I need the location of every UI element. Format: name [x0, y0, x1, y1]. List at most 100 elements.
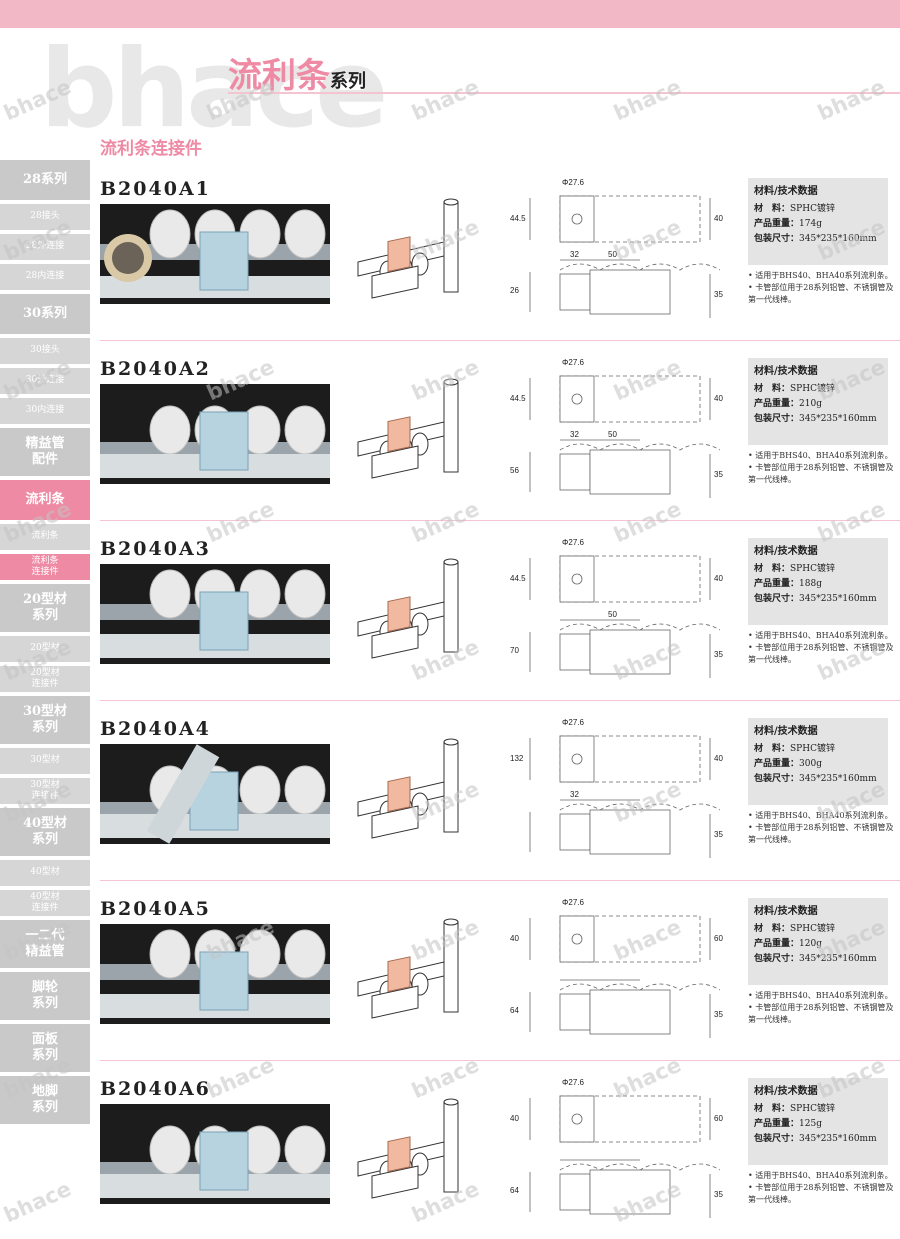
spec-package: 包装尺寸：345*235*160mm [754, 774, 877, 784]
product-isometric-sketch [348, 552, 484, 682]
sidebar-item[interactable]: 精益管 配件 [0, 428, 90, 476]
spec-box: 材料/技术数据材 料：SPHC镀锌产品重量：174g 包装尺寸：345*235*1… [748, 178, 888, 265]
dim-label: 60 [714, 934, 723, 943]
sidebar-item[interactable]: 30内连接 [0, 398, 90, 424]
note-line: • 适用于BHS40、BHA40系列流利条。 [748, 631, 893, 640]
dim-label: Φ27.6 [562, 538, 584, 547]
sidebar-item[interactable]: 20型材 [0, 636, 90, 662]
dim-label: 132 [510, 754, 524, 763]
sidebar-item[interactable]: 40型材 [0, 860, 90, 886]
product-isometric-sketch [348, 192, 484, 322]
dim-label: 35 [714, 1190, 723, 1199]
spec-header: 材料/技术数据 [754, 186, 818, 197]
note-line: • 卡管部位用于28系列铝管、不锈钢管及第一代线棒。 [748, 823, 894, 844]
note-line: • 适用于BHS40、BHA40系列流利条。 [748, 1171, 893, 1180]
sidebar-item[interactable]: 30型材 系列 [0, 696, 90, 744]
series-title-suffix: 系列 [330, 71, 366, 92]
sidebar-item[interactable]: 一二代 精益管 [0, 920, 90, 968]
product-code: B2040A3 [100, 538, 211, 560]
sidebar-item[interactable]: 流利条 [0, 524, 90, 550]
category-sidebar: 28系列 28接头 28外连接 28内连接 30系列 30接头 30外连接 30内连接精益管 … [0, 160, 90, 1128]
spec-package: 包装尺寸：345*235*160mm [754, 234, 877, 244]
top-banner [0, 0, 900, 28]
dim-label: 64 [510, 1186, 519, 1195]
sidebar-item[interactable]: 面板 系列 [0, 1024, 90, 1072]
sidebar-item[interactable]: 28系列 [0, 160, 90, 200]
sidebar-item[interactable]: 地脚 系列 [0, 1076, 90, 1124]
dim-label: 50 [608, 610, 617, 619]
product-divider [100, 700, 900, 701]
dim-label: 35 [714, 650, 723, 659]
note-line: • 适用于BHS40、BHA40系列流利条。 [748, 271, 893, 280]
sidebar-item[interactable]: 30型材 连接件 [0, 778, 90, 804]
sidebar-item[interactable]: 30系列 [0, 294, 90, 334]
sidebar-item[interactable]: 流利条 连接件 [0, 554, 90, 580]
spec-material: 材 料：SPHC镀锌 [754, 564, 835, 574]
dim-label: 70 [510, 646, 519, 655]
sidebar-item[interactable]: 40型材 连接件 [0, 890, 90, 916]
product-photo [100, 564, 330, 664]
note-line: • 适用于BHS40、BHA40系列流利条。 [748, 451, 893, 460]
dim-label: 35 [714, 470, 723, 479]
sidebar-item[interactable]: 30外连接 [0, 368, 90, 394]
note-line: • 卡管部位用于28系列铝管、不锈钢管及第一代线棒。 [748, 643, 894, 664]
spec-package: 包装尺寸：345*235*160mm [754, 1134, 877, 1144]
sidebar-item[interactable]: 30接头 [0, 338, 90, 364]
brand-watermark-big: bhace [40, 27, 388, 152]
sidebar-item[interactable]: 28外连接 [0, 234, 90, 260]
product-notes: • 适用于BHS40、BHA40系列流利条。• 卡管部位用于28系列铝管、不锈钢… [748, 450, 900, 486]
spec-material: 材 料：SPHC镀锌 [754, 744, 835, 754]
dim-label: Φ27.6 [562, 358, 584, 367]
product-isometric-sketch [348, 1092, 484, 1222]
product-notes: • 适用于BHS40、BHA40系列流利条。• 卡管部位用于28系列铝管、不锈钢… [748, 990, 900, 1026]
watermark-text: bhace [610, 74, 685, 126]
sidebar-item[interactable]: 28内连接 [0, 264, 90, 290]
sidebar-item[interactable]: 脚轮 系列 [0, 972, 90, 1020]
product-code: B2040A6 [100, 1078, 211, 1100]
spec-package: 包装尺寸：345*235*160mm [754, 414, 877, 424]
dim-label: 35 [714, 290, 723, 299]
sidebar-item[interactable]: 20型材 连接件 [0, 666, 90, 692]
spec-header: 材料/技术数据 [754, 546, 818, 557]
dim-label: 50 [608, 250, 617, 259]
sidebar-item[interactable]: 流利条 [0, 480, 90, 520]
product-notes: • 适用于BHS40、BHA40系列流利条。• 卡管部位用于28系列铝管、不锈钢… [748, 270, 900, 306]
product-isometric-sketch [348, 732, 484, 862]
sidebar-item[interactable]: 40型材 系列 [0, 808, 90, 856]
dim-label: 50 [608, 430, 617, 439]
dim-label: 44.5 [510, 214, 526, 223]
spec-weight: 产品重量：125g [754, 1119, 822, 1129]
sidebar-item[interactable]: 20型材 系列 [0, 584, 90, 632]
spec-material: 材 料：SPHC镀锌 [754, 1104, 835, 1114]
series-title-main: 流利条 [228, 56, 330, 96]
spec-material: 材 料：SPHC镀锌 [754, 204, 835, 214]
dim-label: 35 [714, 830, 723, 839]
product-divider [100, 1060, 900, 1061]
watermark-text: bhace [814, 74, 889, 126]
dim-label: 40 [714, 754, 723, 763]
dim-label: 26 [510, 286, 519, 295]
product-divider [100, 880, 900, 881]
sidebar-item[interactable]: 28接头 [0, 204, 90, 230]
spec-weight: 产品重量：174g [754, 219, 822, 229]
spec-package: 包装尺寸：345*235*160mm [754, 954, 877, 964]
sidebar-item[interactable]: 30型材 [0, 748, 90, 774]
spec-weight: 产品重量：188g [754, 579, 822, 589]
product-isometric-sketch [348, 372, 484, 502]
watermark-text: bhace [0, 1176, 75, 1228]
dim-label: Φ27.6 [562, 898, 584, 907]
product-divider [100, 520, 900, 521]
product-notes: • 适用于BHS40、BHA40系列流利条。 • 卡管部位用于28系列铝管、不锈钢… [748, 630, 900, 666]
